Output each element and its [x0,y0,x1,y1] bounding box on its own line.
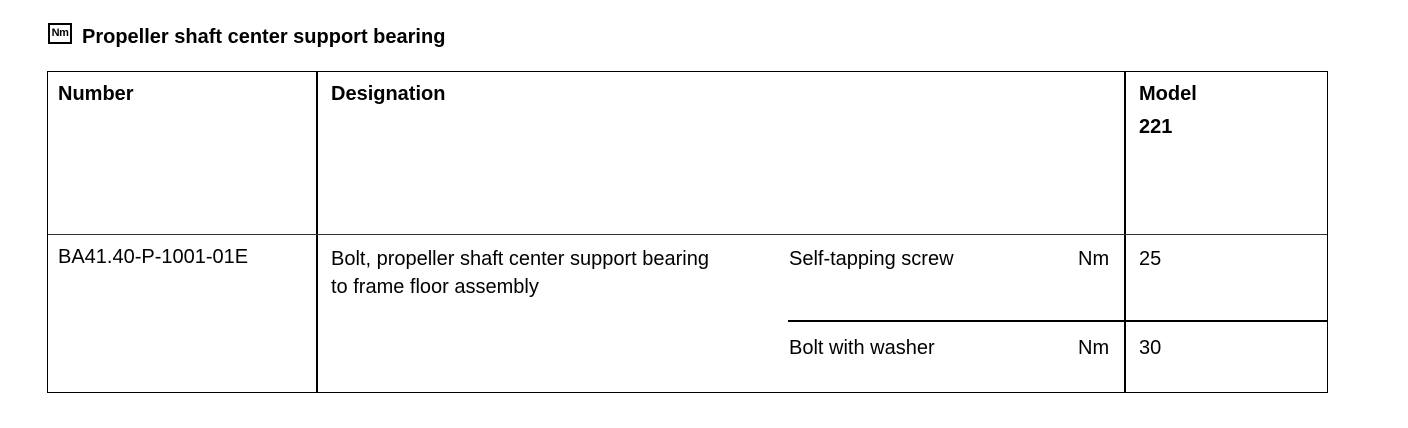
row-designation-line1: Bolt, propeller shaft center support bea… [331,248,709,270]
row-number: BA41.40-P-1001-01E [58,246,249,268]
torque-nm-icon: Nm [48,22,72,44]
header-designation: Designation [331,83,446,105]
row-designation-line2: to frame floor assembly [331,276,539,298]
page-title: Propeller shaft center support bearing [82,25,446,48]
torque-table: Number Designation Model 221 BA41.40-P-1… [47,71,1328,393]
item-unit: Nm [1078,248,1110,270]
item-unit: Nm [1078,337,1110,359]
header-number: Number [58,83,134,105]
item-name: Self-tapping screw [789,248,954,270]
column-divider [316,72,318,392]
item-name: Bolt with washer [789,337,935,359]
item-value: 30 [1139,337,1162,359]
header-model-value: 221 [1139,116,1173,138]
row-divider [788,320,1327,322]
header-model: Model [1139,83,1197,105]
page-heading: Nm Propeller shaft center support bearin… [48,22,445,50]
column-divider [1124,72,1126,392]
item-value: 25 [1139,248,1162,270]
header-divider [48,234,1327,235]
